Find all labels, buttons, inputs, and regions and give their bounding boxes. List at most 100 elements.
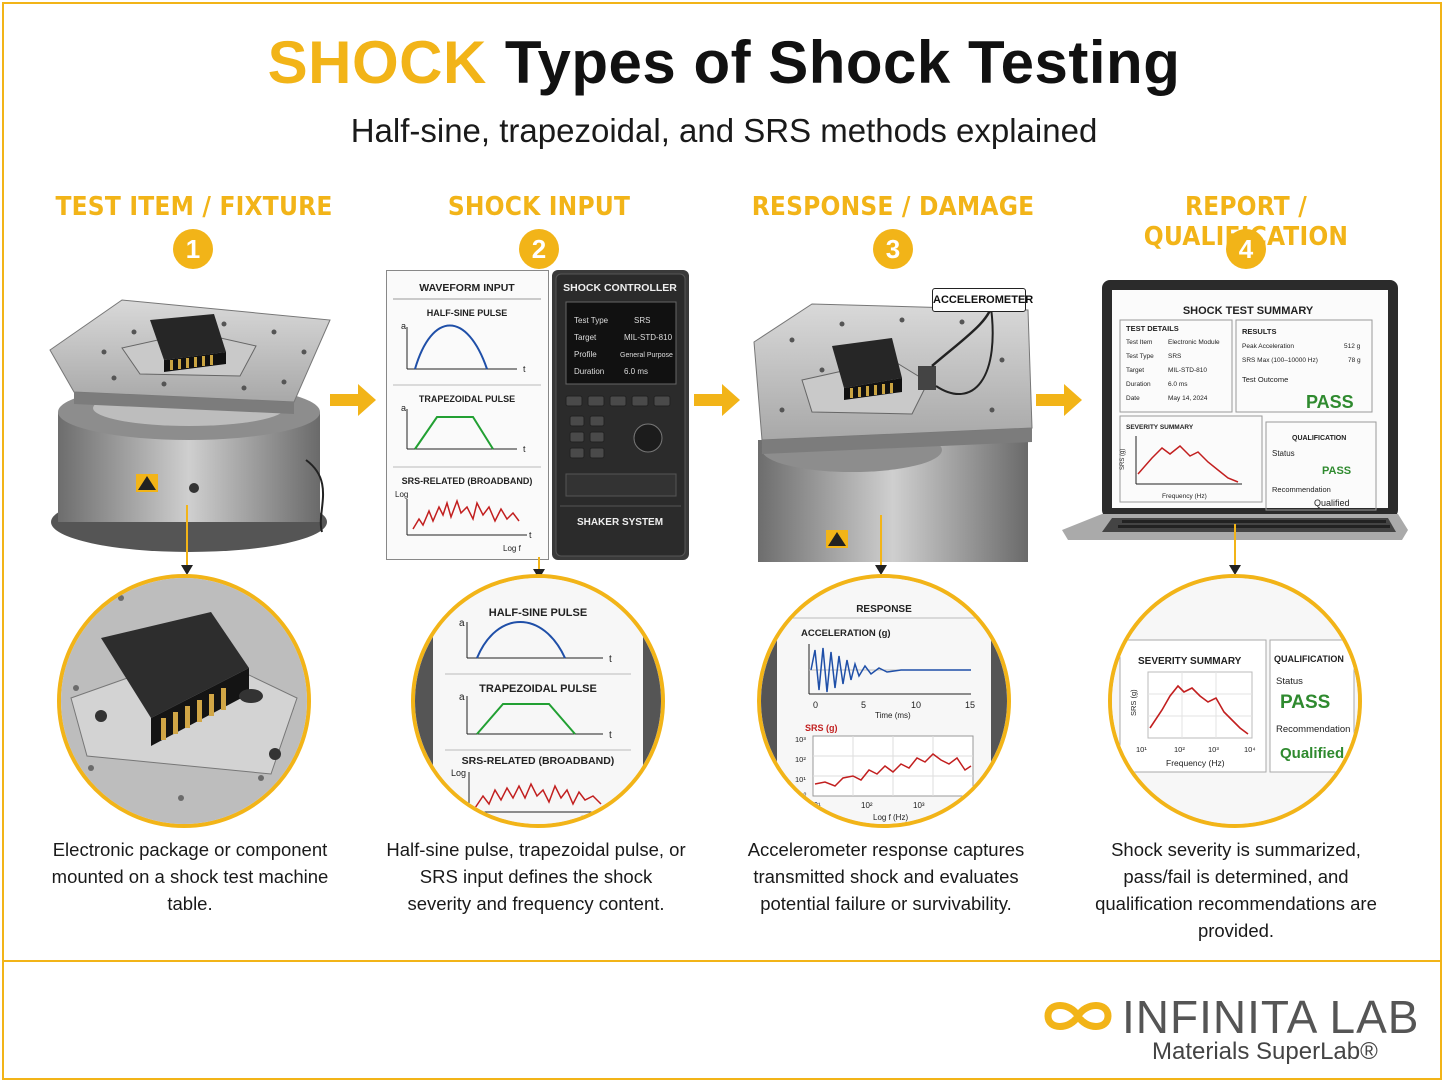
result-value-0: 512 g [1344, 343, 1361, 350]
pointer-4-arrowhead [1229, 565, 1241, 575]
detail-value-4: May 14, 2024 [1168, 395, 1208, 402]
logo-name: INFINITA LAB [1122, 991, 1420, 1043]
srs-label: SRS-RELATED (BROADBAND) [402, 476, 533, 486]
zoom-recommendation-value: Qualified [1280, 745, 1344, 762]
qualification-closeup: SEVERITY SUMMARY SRS (g) 10¹ 10² 10³ 10⁴… [1112, 578, 1358, 824]
page-subtitle: Half-sine, trapezoidal, and SRS methods … [350, 112, 1098, 149]
time-tick-0: 0 [813, 700, 818, 710]
laptop-status-label: Status [1272, 449, 1295, 458]
half-sine-axis-a: a [401, 321, 406, 331]
shock-test-machine [49, 299, 331, 552]
response-heading: RESPONSE [856, 604, 912, 615]
half-sine-curve [414, 324, 488, 370]
zoom-status-value: PASS [1280, 692, 1330, 713]
flow-arrow-1 [330, 384, 376, 416]
step-4-caption: Shock severity is summarized, pass/fail … [1095, 839, 1377, 941]
controller-label-0: Test Type [574, 316, 609, 325]
zoom-recommendation-label: Recommendation [1276, 724, 1350, 735]
zoom-srs-axis-log: Log [451, 768, 466, 778]
page-title: SHOCK Types of Shock Testing [0, 28, 1448, 97]
detail-value-3: 6.0 ms [1168, 381, 1188, 388]
trapezoidal-label: TRAPEZOIDAL PULSE [419, 394, 515, 404]
srs-axis-t: t [529, 530, 532, 540]
zoom-srs-label: SRS-RELATED (BROADBAND) [462, 755, 615, 767]
laptop-recommendation-value: Qualified [1314, 498, 1350, 508]
pointer-3-arrowhead [875, 565, 887, 575]
step-3-caption: Accelerometer response captures transmit… [747, 839, 1025, 914]
waveform-input-diagram: WAVEFORM INPUT HALF-SINE PULSE a t TRAPE… [393, 282, 541, 553]
pointer-3-line [880, 515, 882, 565]
half-sine-label: HALF-SINE PULSE [427, 308, 508, 318]
result-value-1: 78 g [1348, 357, 1361, 364]
detail-value-2: MIL-STD-810 [1168, 367, 1207, 374]
time-tick-1: 5 [861, 700, 866, 710]
report-heading: SHOCK TEST SUMMARY [1183, 305, 1314, 317]
step-2-title: SHOCK INPUT [447, 192, 631, 222]
step-1-badge: 1 [173, 229, 213, 269]
flow-arrow-3 [1036, 384, 1082, 416]
pointer-1-arrowhead [181, 565, 193, 575]
zoom-circle-3: RESPONSE ACCELERATION (g) 0 5 10 15 Time… [757, 574, 1011, 828]
zoom-freq-tick-1: 10² [1174, 745, 1185, 754]
zoom-half-sine-label: HALF-SINE PULSE [489, 607, 587, 619]
step-3-title: RESPONSE / DAMAGE [751, 192, 1035, 222]
zoom-severity-heading: SEVERITY SUMMARY [1138, 656, 1242, 667]
controller-label-3: Duration [574, 367, 604, 376]
step-3-badge: 3 [873, 229, 913, 269]
zoom-freq-tick-0: 10¹ [1136, 745, 1147, 754]
controller-footer: SHAKER SYSTEM [577, 517, 663, 528]
detail-value-1: SRS [1168, 353, 1182, 360]
logo-tagline: Materials SuperLab® [1152, 1038, 1378, 1065]
srs-axis-title: SRS (g) [805, 723, 838, 733]
step-2-badge: 2 [519, 229, 559, 269]
detail-label-0: Test Item [1126, 339, 1152, 346]
zoom-half-sine-axis-a: a [459, 618, 465, 629]
flow-arrow-2 [694, 384, 740, 416]
srs-curve [412, 498, 520, 530]
time-tick-3: 15 [965, 700, 975, 710]
controller-value-2: General Purpose [620, 352, 673, 359]
laptop-severity-curve [1137, 444, 1239, 483]
half-sine-axis-t: t [523, 364, 526, 374]
response-closeup: RESPONSE ACCELERATION (g) 0 5 10 15 Time… [761, 578, 1007, 824]
results-heading: RESULTS [1242, 327, 1276, 336]
laptop-qual-heading: QUALIFICATION [1292, 435, 1346, 442]
shock-controller: SHOCK CONTROLLER Test Type SRS Target MI… [552, 270, 689, 560]
freq-tick-1: 10² [861, 801, 873, 810]
laptop-recommendation-label: Recommendation [1272, 485, 1331, 494]
zoom-severity-ylabel: SRS (g) [1129, 689, 1138, 716]
time-tick-2: 10 [911, 700, 921, 710]
srs-axis-logf: Log f [503, 544, 522, 553]
component-closeup [61, 578, 307, 824]
zoom-half-sine-axis-t: t [609, 654, 612, 665]
zoom-severity-curve [1149, 684, 1249, 735]
outcome-value: PASS [1306, 392, 1354, 412]
waveform-heading: WAVEFORM INPUT [419, 282, 515, 294]
acceleration-label: ACCELERATION (g) [801, 628, 891, 639]
srs-axis-log: Log [395, 490, 408, 499]
laptop-severity-ylabel: SRS (g) [1120, 449, 1126, 470]
pointer-1-line [186, 505, 188, 565]
step-1-title: TEST ITEM / FIXTURE [55, 192, 333, 222]
zoom-circle-1 [57, 574, 311, 828]
detail-label-4: Date [1126, 395, 1140, 402]
controller-diagram: SHOCK CONTROLLER Test Type SRS Target MI… [555, 273, 686, 557]
controller-heading: SHOCK CONTROLLER [563, 282, 677, 294]
zoom-circle-4: SEVERITY SUMMARY SRS (g) 10¹ 10² 10³ 10⁴… [1108, 574, 1362, 828]
details-heading: TEST DETAILS [1126, 324, 1179, 333]
controller-label-2: Profile [574, 350, 597, 359]
footer-divider [4, 960, 1442, 962]
waveform-input-panel: WAVEFORM INPUT HALF-SINE PULSE a t TRAPE… [386, 270, 549, 560]
detail-label-2: Target [1126, 367, 1144, 374]
waveform-closeup: HALF-SINE PULSE a t TRAPEZOIDAL PULSE a … [415, 578, 661, 824]
severity-heading: SEVERITY SUMMARY [1126, 424, 1194, 431]
srs-ytick-1: 10² [795, 755, 806, 764]
step-4-badge: 4 [1226, 229, 1266, 269]
step-2-caption: Half-sine pulse, trapezoidal pulse, or S… [386, 839, 686, 914]
zoom-trapezoid-axis-t: t [609, 730, 612, 741]
title-text: Types of Shock Testing [504, 29, 1181, 96]
title-accent: SHOCK [267, 29, 487, 96]
freq-tick-2: 10³ [913, 801, 925, 810]
accelerometer-label: ACCELEROMETER [932, 288, 1033, 312]
